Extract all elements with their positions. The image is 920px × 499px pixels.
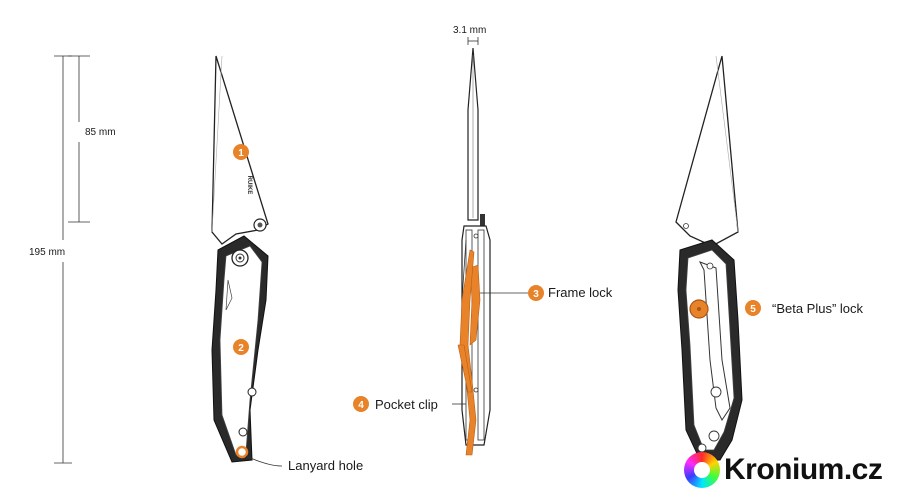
thickness-dimension: [467, 37, 479, 45]
knife-front-view: RUIKE: [211, 55, 269, 463]
lanyard-hole-label: Lanyard hole: [288, 458, 363, 473]
callout-2: 2: [233, 339, 249, 355]
brand-ring-icon: [684, 452, 720, 488]
brand-name: Kronium.cz: [724, 453, 883, 486]
total-length-label: 195 mm: [29, 247, 65, 258]
pocket-clip-label: Pocket clip: [375, 397, 438, 412]
blade-length-label: 85 mm: [85, 127, 116, 138]
callout-1: 1: [233, 144, 249, 160]
screw-front: [247, 387, 257, 397]
frame-lock-label: Frame lock: [548, 285, 613, 300]
callout-4-number: 4: [358, 400, 364, 411]
knife-spine-view: [457, 47, 491, 456]
callout-4: 4: [353, 396, 369, 412]
beta-plus-lock-label: “Beta Plus” lock: [772, 301, 864, 316]
blade-back: [675, 55, 739, 247]
lanyard-hole: [235, 445, 249, 459]
knife-back-view: [675, 55, 743, 461]
clip-back: [698, 261, 731, 421]
callout-3: 3: [528, 285, 544, 301]
brand-logo: Kronium.cz: [684, 449, 883, 491]
blade-mark: RUIKE: [246, 176, 252, 195]
callout-5-number: 5: [750, 304, 756, 315]
lanyard-leader: [245, 455, 283, 467]
callout-3-number: 3: [533, 289, 539, 300]
callout-5: 5: [745, 300, 761, 316]
callout-2-number: 2: [238, 343, 244, 354]
dimension-lines: [54, 55, 90, 464]
blade-thickness-label: 3.1 mm: [453, 25, 486, 36]
callout-1-number: 1: [238, 148, 244, 159]
